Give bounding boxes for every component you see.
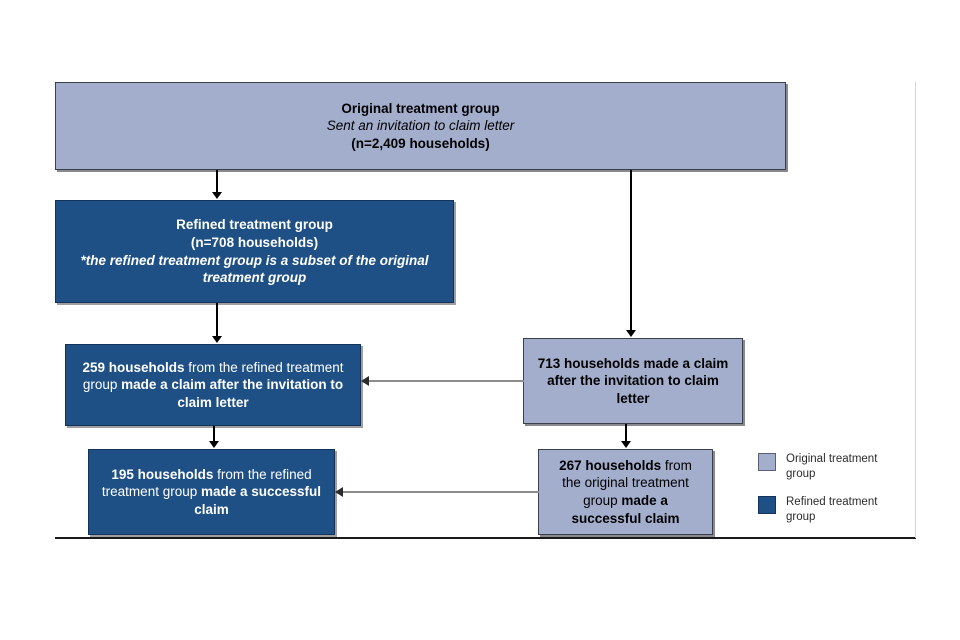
- arrow-original-to-original-claim: [630, 170, 632, 332]
- refined-claim-action: made a claim after the invitation to cla…: [121, 377, 344, 410]
- node-refined-group-successful-claim: 195 households from the refined treatmen…: [88, 449, 335, 535]
- node-original-group-made-claim: 713 households made a claim after the in…: [523, 338, 743, 424]
- refined-claim-mid: from the refined treatment group: [82, 359, 344, 393]
- node-refined-group-made-claim: 259 households from the refined treatmen…: [65, 344, 361, 426]
- refined-success-action: made a successful claim: [194, 484, 322, 517]
- legend-label-refined: Refined treatment group: [786, 496, 878, 524]
- original-success-mid: from the original treatment group: [562, 457, 692, 508]
- node-refined-title: Refined treatment group: [176, 217, 333, 233]
- original-claim-text: 713 households made a claim after the in…: [537, 355, 729, 406]
- legend: Original treatment group Refined treatme…: [758, 452, 908, 539]
- chart-right-border: [915, 82, 916, 538]
- node-refined-footnote: *the refined treatment group is a subset…: [80, 252, 429, 286]
- legend-label-original: Original treatment group: [786, 453, 878, 480]
- legend-item-refined: Refined treatment group: [758, 495, 908, 524]
- arrow-refined-to-refined-claim: [216, 303, 218, 337]
- arrowhead-left-icon: [335, 487, 343, 497]
- arrow-original-claim-to-refined-claim: [369, 380, 524, 382]
- arrowhead-down-icon: [621, 441, 631, 448]
- refined-success-mid: from the refined treatment group: [101, 466, 312, 500]
- node-original-subtitle: Sent an invitation to claim letter: [326, 118, 515, 134]
- arrow-original-to-refined: [216, 170, 218, 194]
- arrowhead-down-icon: [626, 330, 636, 337]
- legend-item-original: Original treatment group: [758, 452, 908, 481]
- legend-swatch-refined-icon: [758, 496, 776, 515]
- node-original-treatment-group: Original treatment group Sent an invitat…: [55, 82, 786, 170]
- arrow-original-claim-to-original-success: [625, 424, 627, 442]
- arrowhead-down-icon: [209, 441, 219, 448]
- arrowhead-down-icon: [212, 336, 222, 343]
- node-original-count: (n=2,409 households): [351, 135, 490, 151]
- original-success-action: made a successful claim: [571, 493, 680, 526]
- arrowhead-left-icon: [361, 376, 369, 386]
- node-original-group-successful-claim: 267 households from the original treatme…: [538, 449, 713, 535]
- arrowhead-down-icon: [212, 192, 222, 199]
- chart-bottom-border: [55, 537, 916, 539]
- original-success-count: 267 households: [559, 457, 662, 473]
- node-refined-treatment-group: Refined treatment group (n=708 household…: [55, 200, 454, 303]
- arrow-original-success-to-refined-success: [343, 491, 539, 493]
- arrow-refined-claim-to-refined-success: [213, 426, 215, 442]
- legend-swatch-original-icon: [758, 453, 776, 471]
- node-refined-count: (n=708 households): [190, 234, 319, 250]
- refined-success-count: 195 households: [111, 466, 214, 482]
- node-original-title: Original treatment group: [341, 100, 500, 116]
- refined-claim-count: 259 households: [82, 359, 185, 375]
